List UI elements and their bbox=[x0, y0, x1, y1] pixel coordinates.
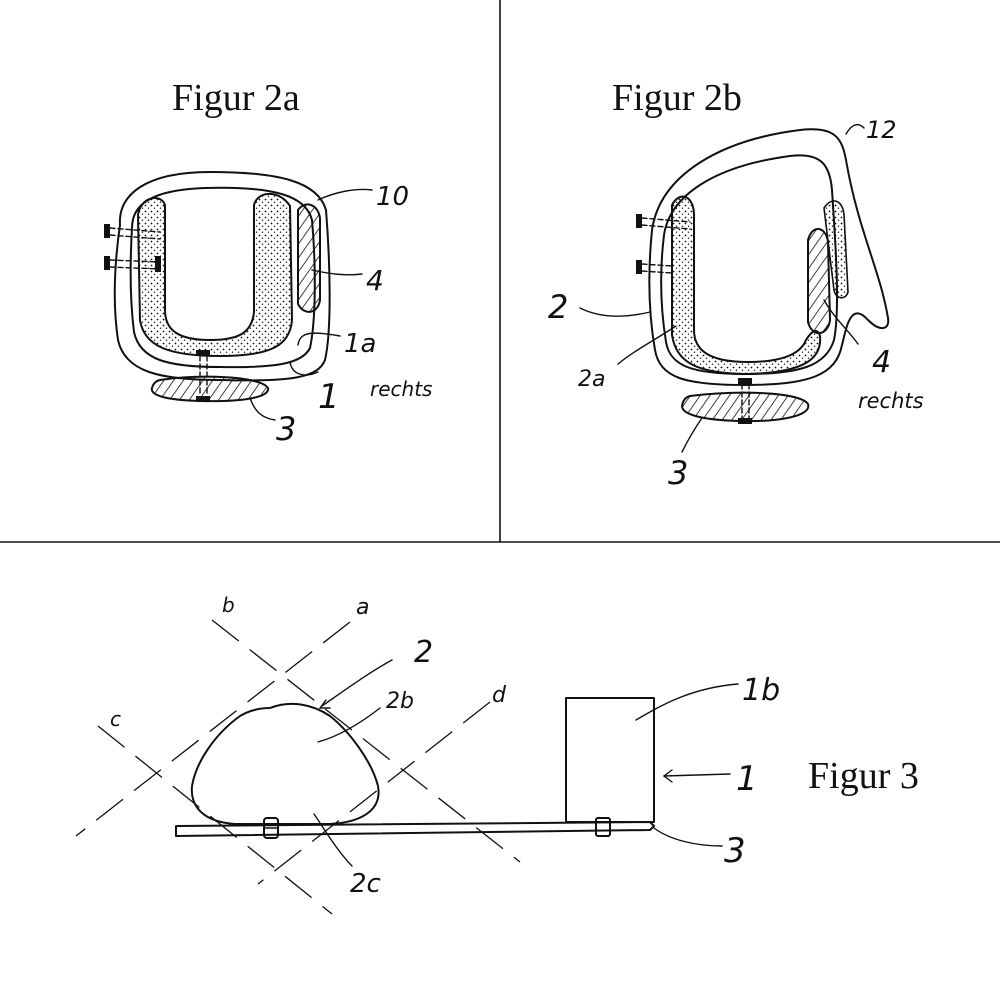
fig2b-label-2a: 2a bbox=[578, 367, 605, 392]
fig2b-leader-2 bbox=[579, 307, 651, 317]
fig3-label-1: 1 bbox=[736, 759, 758, 799]
fig2b-side-pad bbox=[823, 200, 849, 299]
fig3-label-2: 2 bbox=[414, 635, 433, 670]
fig2b-inner-contour bbox=[660, 154, 839, 375]
fig2a-label-4: 4 bbox=[366, 264, 384, 297]
fig3-label-2b: 2b bbox=[386, 689, 414, 714]
fig2a-leader-10 bbox=[317, 188, 373, 201]
fig2a-label-rechts: rechts bbox=[370, 377, 432, 401]
fig2b-label-rechts: rechts bbox=[858, 389, 924, 413]
fig2b-outer-shell bbox=[648, 128, 890, 386]
fig3-leader-1b bbox=[635, 683, 739, 721]
fig2a-inner-contour bbox=[129, 186, 316, 369]
fig2b-leader-4 bbox=[823, 299, 859, 345]
fig2b-leader-3 bbox=[681, 417, 703, 453]
fig3-label-d: d bbox=[492, 683, 507, 708]
fig3-leader-1-arrow bbox=[662, 769, 673, 783]
fig3-leader-2c bbox=[313, 813, 353, 867]
fig3-leader-2 bbox=[321, 659, 393, 707]
fig2b-label-2: 2 bbox=[548, 288, 568, 326]
fig3-leader-3 bbox=[653, 827, 723, 847]
fig2b-u-liner bbox=[671, 195, 822, 376]
fig2a-leader-1a bbox=[297, 332, 341, 346]
fig3-label-c: c bbox=[110, 707, 121, 731]
figure-2a-title: Figur 2a bbox=[172, 77, 300, 119]
fig3-leader-1 bbox=[663, 773, 731, 777]
fig2a-label-3: 3 bbox=[276, 410, 296, 448]
fig2a-leader-4 bbox=[311, 269, 363, 276]
fig3-leader-2-arrow bbox=[318, 699, 331, 709]
fig2a-leader-3 bbox=[249, 397, 276, 421]
fig3-label-1b: 1b bbox=[742, 673, 780, 708]
figure-3-title: Figur 3 bbox=[808, 755, 919, 797]
figure-2b: Figur 2b 12 bbox=[548, 77, 924, 492]
fig2b-label-12: 12 bbox=[866, 116, 897, 144]
fig2a-outer-housing bbox=[113, 171, 331, 382]
figure-3: Figur 3 b a c d bbox=[75, 593, 919, 915]
fig2b-base-3 bbox=[680, 391, 810, 423]
fig3-fasteners bbox=[263, 817, 611, 839]
figure-2b-title: Figur 2b bbox=[612, 77, 742, 119]
fig3-label-3: 3 bbox=[724, 831, 746, 871]
fig2a-cushion-4 bbox=[297, 203, 321, 313]
fig2b-label-3: 3 bbox=[668, 454, 688, 492]
fig2a-label-1: 1 bbox=[318, 377, 340, 417]
fig2a-u-liner bbox=[136, 192, 294, 358]
fig2a-label-10: 10 bbox=[376, 182, 409, 212]
fig2b-label-4: 4 bbox=[872, 345, 891, 380]
fig2b-leader-12 bbox=[845, 123, 865, 135]
fig3-label-b: b bbox=[222, 593, 235, 617]
fig3-box-1b bbox=[565, 697, 655, 823]
fig3-leader-2b bbox=[317, 707, 381, 743]
fig3-label-a: a bbox=[356, 595, 369, 620]
fig2a-base-3 bbox=[150, 375, 269, 403]
panel-dividers bbox=[0, 0, 1000, 543]
fig2a-label-1a: 1a bbox=[344, 329, 376, 359]
fig2b-leader-2a bbox=[617, 325, 677, 365]
fig3-label-2c: 2c bbox=[350, 869, 381, 899]
fig3-construction-lines bbox=[75, 619, 521, 915]
fig3-body-2 bbox=[190, 702, 380, 825]
fig2b-cushion-4 bbox=[807, 228, 832, 334]
fig2a-leader-1 bbox=[289, 361, 319, 376]
figure-2a: Figur 2a 10 4 bbox=[104, 77, 432, 448]
